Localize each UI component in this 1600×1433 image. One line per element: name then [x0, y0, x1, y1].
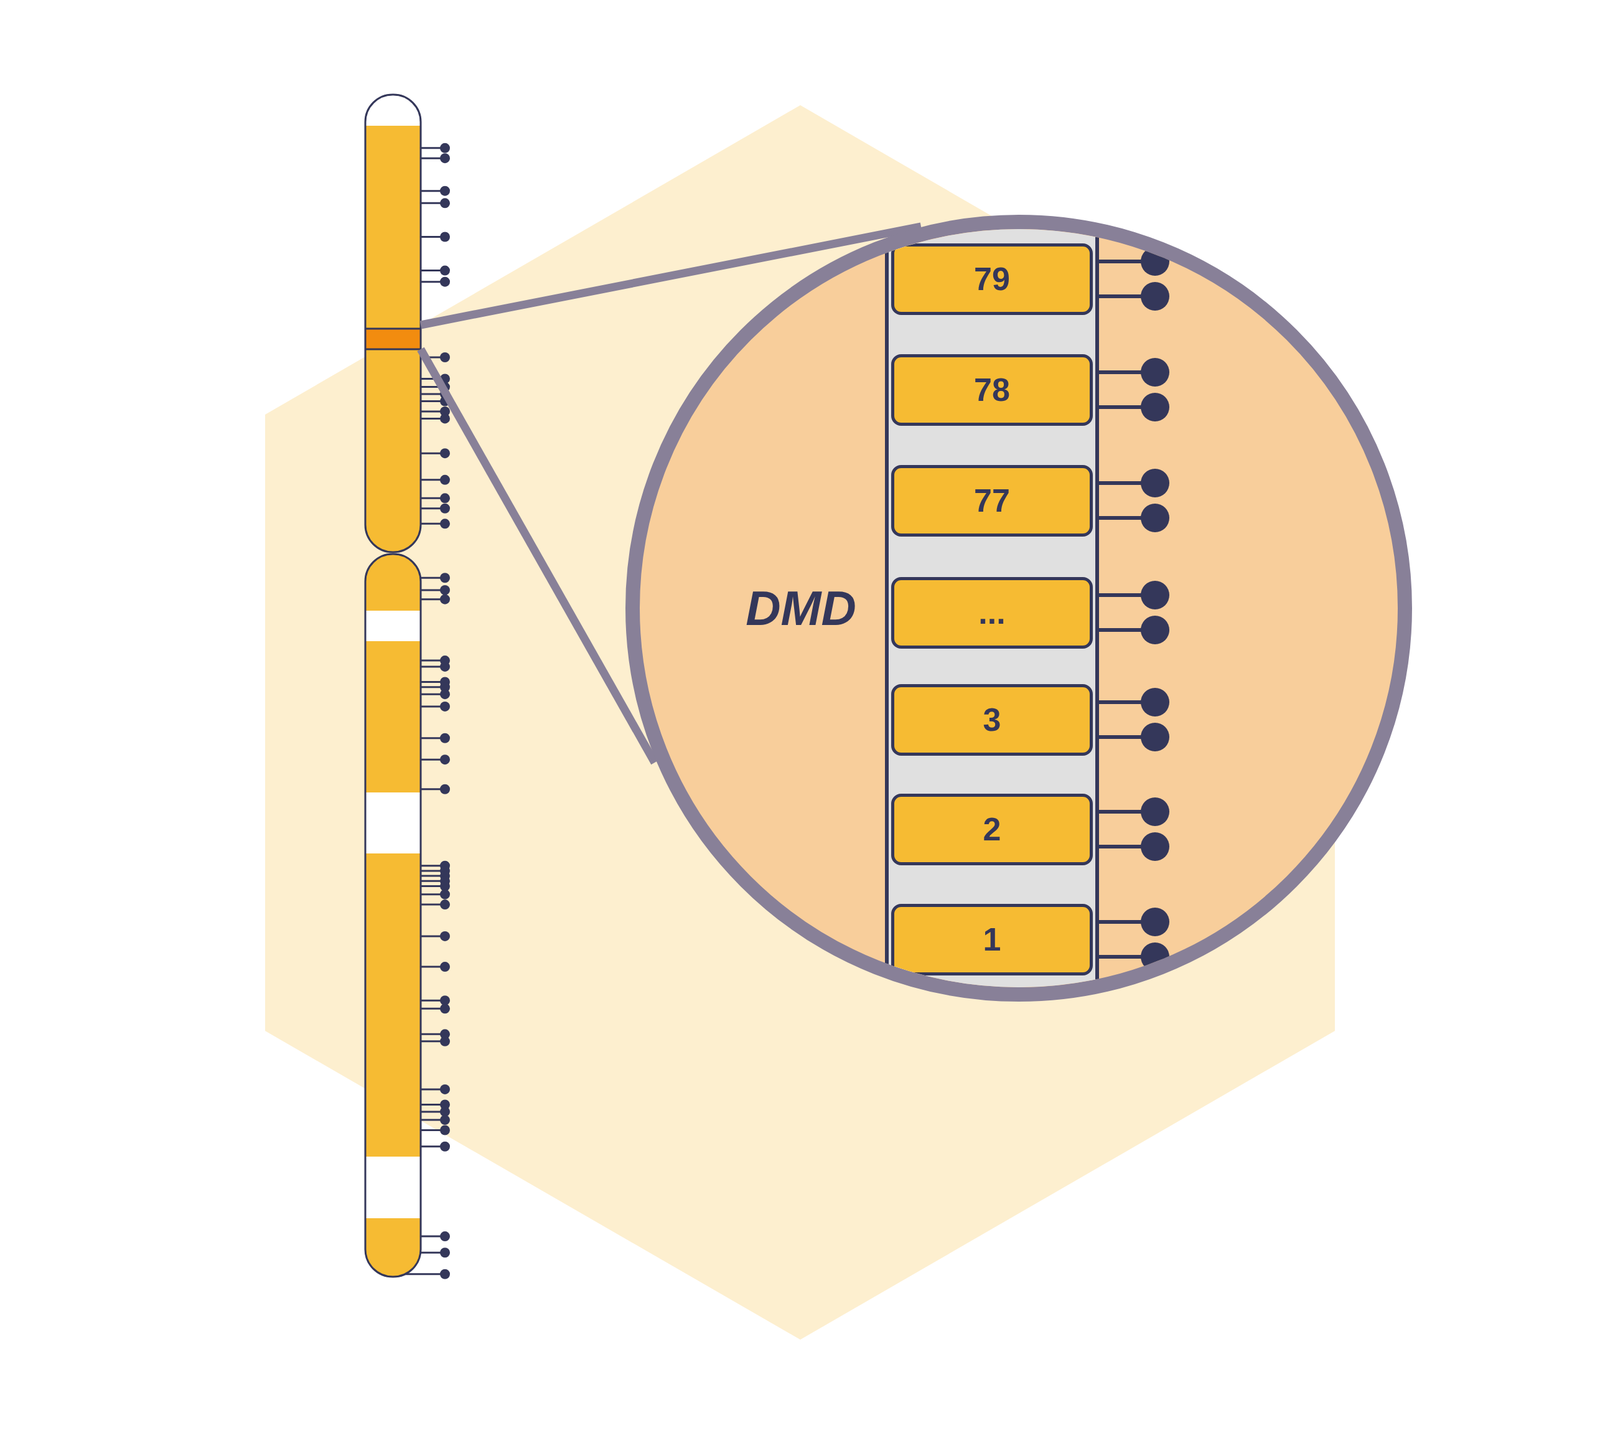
- gene-label: DMD: [745, 580, 857, 637]
- marker-dot: [1140, 615, 1170, 645]
- marker-dot: [439, 503, 450, 514]
- marker-dot: [439, 276, 450, 287]
- marker-dot: [439, 961, 450, 972]
- marker-dot: [439, 518, 450, 529]
- marker-dot: [1140, 392, 1170, 422]
- marker-dot: [439, 413, 450, 424]
- marker-dot: [439, 733, 450, 744]
- exon-box: 2: [891, 793, 1093, 866]
- marker-dot: [439, 143, 450, 154]
- exon-number: ...: [978, 593, 1006, 632]
- marker-dot: [439, 688, 450, 699]
- marker-dot: [439, 1247, 450, 1258]
- exon-box: 77: [891, 464, 1093, 537]
- marker-dot: [1140, 468, 1170, 498]
- exon-box: 3: [891, 683, 1093, 756]
- marker-dot: [439, 784, 450, 795]
- exon-number: 77: [973, 481, 1011, 520]
- exon-number: 2: [983, 810, 1002, 848]
- exon-number: 78: [973, 370, 1011, 409]
- gene-strip-band: [886, 229, 1098, 988]
- marker-dot: [439, 661, 450, 672]
- marker-dot: [1140, 832, 1170, 861]
- marker-dot: [1140, 580, 1170, 610]
- marker-dot: [439, 1124, 450, 1135]
- marker-dot: [439, 231, 450, 242]
- exon-box: 78: [891, 354, 1093, 426]
- marker-dot: [1140, 357, 1170, 387]
- marker-dot: [439, 1230, 450, 1241]
- marker-dot: [439, 197, 450, 208]
- marker-dot: [439, 1141, 450, 1152]
- marker-dot: [439, 153, 450, 164]
- marker-dot: [1140, 503, 1170, 533]
- marker-dot: [439, 754, 450, 765]
- marker-dot: [439, 474, 450, 485]
- marker-dot: [439, 352, 450, 363]
- marker-dot: [1140, 907, 1170, 936]
- marker-dot: [439, 930, 450, 941]
- exon-box: 1: [891, 903, 1093, 976]
- exon-number: 3: [983, 700, 1002, 739]
- magnifier-circle: DMD 79 78 77... 3 2 1: [625, 214, 1413, 1002]
- marker-dot: [1140, 797, 1170, 826]
- marker-dot: [439, 492, 450, 503]
- marker-dot: [439, 265, 450, 276]
- marker-dot: [439, 1114, 450, 1125]
- marker-dot: [1140, 942, 1170, 971]
- marker-dot: [1140, 722, 1170, 752]
- marker-dot: [1140, 281, 1170, 311]
- exon-number: 1: [983, 920, 1002, 958]
- marker-dot: [439, 1084, 450, 1095]
- marker-dot: [439, 701, 450, 712]
- marker-dot: [439, 186, 450, 197]
- exon-box: 79: [891, 243, 1093, 315]
- marker-stem: [403, 1272, 445, 1275]
- marker-dot: [439, 1036, 450, 1047]
- exon-number: 79: [973, 260, 1011, 298]
- exon-box: ...: [891, 576, 1093, 649]
- marker-dot: [439, 899, 450, 910]
- marker-dot: [439, 1003, 450, 1014]
- chromosome: [365, 94, 421, 1277]
- marker-dot: [439, 584, 450, 595]
- marker-dot: [1140, 687, 1170, 717]
- zoom-line: [420, 349, 655, 763]
- marker-dot: [1140, 247, 1170, 276]
- marker-dot: [439, 594, 450, 605]
- marker-dot: [439, 889, 450, 900]
- marker-dot: [439, 448, 450, 459]
- marker-dot: [439, 1268, 450, 1279]
- marker-dot: [439, 572, 450, 583]
